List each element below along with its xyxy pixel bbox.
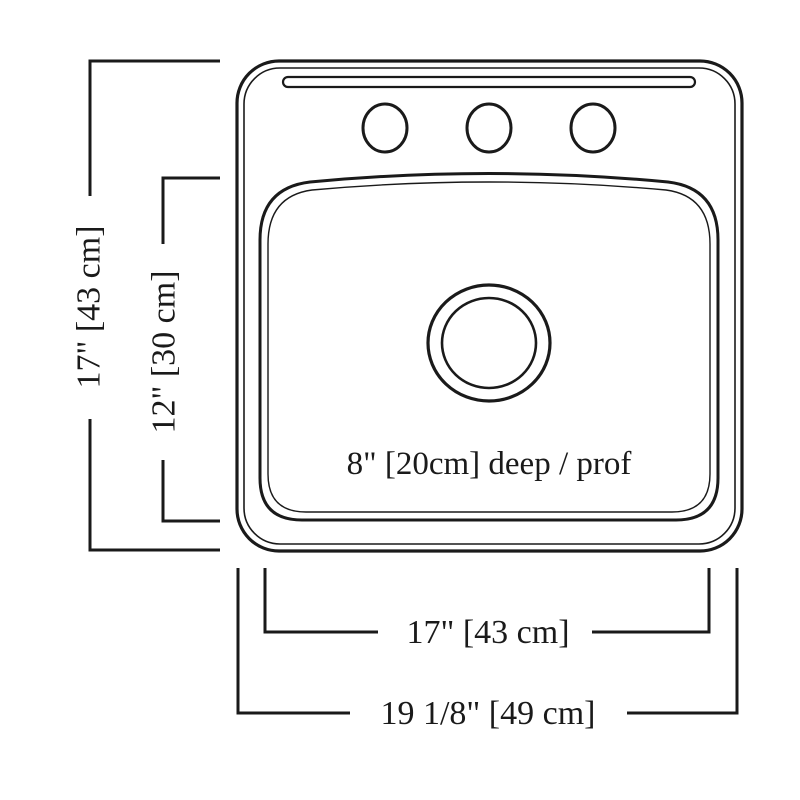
bowl-height-dimension: 12" [30 cm]: [146, 176, 220, 523]
overall-height-label: 17" [43 cm]: [71, 225, 108, 388]
back-ledge-groove: [281, 75, 697, 89]
overall-width-label: 19 1/8" [49 cm]: [380, 695, 595, 732]
overall-width-dimension: 19 1/8" [49 cm]: [236, 568, 739, 732]
bowl-width-label: 17" [43 cm]: [406, 614, 569, 651]
faucet-hole-right: [569, 102, 617, 154]
bowl-width-dimension: 17" [43 cm]: [263, 568, 711, 651]
drain: [426, 283, 552, 403]
sink-bowl: [258, 172, 720, 522]
sink-outer-rim: [235, 59, 744, 553]
faucet-hole-left: [361, 102, 409, 154]
faucet-holes: [361, 102, 617, 154]
bowl-depth-label: 8" [20cm] deep / prof: [347, 446, 632, 482]
overall-height-dimension: 17" [43 cm]: [71, 59, 220, 552]
faucet-hole-center: [465, 102, 513, 154]
bowl-height-label: 12" [30 cm]: [146, 270, 183, 433]
